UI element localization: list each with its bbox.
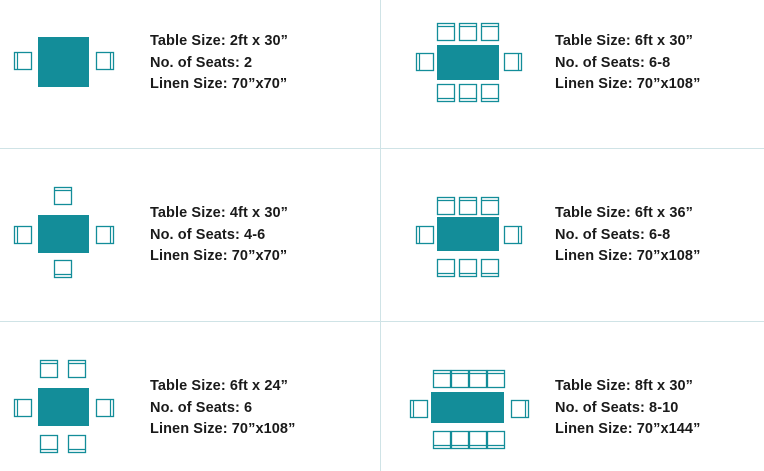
linen-size-label: Linen Size: 70”x108” bbox=[555, 248, 701, 264]
chair-icon bbox=[450, 430, 470, 450]
seats-label: No. of Seats: 6-8 bbox=[555, 226, 671, 243]
chair-icon bbox=[458, 258, 478, 278]
chair-icon bbox=[67, 359, 87, 379]
chair-icon bbox=[480, 196, 500, 216]
chair-icon bbox=[436, 22, 456, 42]
table-2ft-seating-icon bbox=[13, 37, 115, 87]
chair-icon bbox=[67, 434, 87, 454]
table-size-label: Table Size: 6ft x 30” bbox=[555, 33, 694, 49]
chair-icon bbox=[436, 258, 456, 278]
chair-icon bbox=[436, 196, 456, 216]
table-top-icon bbox=[431, 392, 504, 423]
table-info: Table Size: 4ft x 30” No. of Seats: 4-6 … bbox=[150, 203, 288, 268]
table-size-label: Table Size: 2ft x 30” bbox=[150, 33, 289, 49]
table-info: Table Size: 6ft x 36” No. of Seats: 6-8 … bbox=[555, 203, 700, 268]
table-top-icon bbox=[38, 215, 89, 253]
table-card-6ft-30: Table Size: 6ft x 30” No. of Seats: 6-8 … bbox=[381, 0, 764, 148]
linen-size-label: Linen Size: 70”x144” bbox=[555, 421, 701, 437]
chair-icon bbox=[415, 52, 435, 72]
table-info: Table Size: 2ft x 30” No. of Seats: 2 Li… bbox=[150, 31, 288, 96]
table-top-icon bbox=[38, 388, 89, 426]
table-card-6ft-24: Table Size: 6ft x 24” No. of Seats: 6 Li… bbox=[0, 322, 380, 471]
table-6ft-36-seating-icon bbox=[415, 196, 523, 278]
chair-icon bbox=[503, 225, 523, 245]
chair-icon bbox=[415, 225, 435, 245]
seats-label: No. of Seats: 4-6 bbox=[150, 226, 266, 243]
table-size-label: Table Size: 6ft x 36” bbox=[555, 205, 694, 221]
seats-label: No. of Seats: 6 bbox=[150, 399, 253, 416]
chair-icon bbox=[480, 83, 500, 103]
table-8ft-seating-icon bbox=[409, 369, 530, 450]
table-info: Table Size: 6ft x 30” No. of Seats: 6-8 … bbox=[555, 31, 700, 96]
chair-icon bbox=[432, 430, 452, 450]
chair-icon bbox=[95, 398, 115, 418]
chair-icon bbox=[468, 369, 488, 389]
chair-icon bbox=[39, 359, 59, 379]
horizontal-divider bbox=[0, 148, 764, 149]
chair-icon bbox=[480, 258, 500, 278]
seats-label: No. of Seats: 2 bbox=[150, 54, 253, 71]
table-card-8ft: Table Size: 8ft x 30” No. of Seats: 8-10… bbox=[381, 322, 764, 471]
chair-icon bbox=[13, 51, 33, 71]
chair-icon bbox=[409, 399, 429, 419]
table-6ft-24-seating-icon bbox=[13, 359, 115, 454]
chair-icon bbox=[53, 259, 73, 279]
table-size-label: Table Size: 4ft x 30” bbox=[150, 205, 289, 221]
table-info: Table Size: 8ft x 30” No. of Seats: 8-10… bbox=[555, 376, 700, 441]
chair-icon bbox=[458, 83, 478, 103]
table-size-label: Table Size: 8ft x 30” bbox=[555, 378, 694, 394]
chair-icon bbox=[503, 52, 523, 72]
linen-size-label: Linen Size: 70”x108” bbox=[150, 421, 296, 437]
chair-icon bbox=[480, 22, 500, 42]
seats-label: No. of Seats: 6-8 bbox=[555, 54, 671, 71]
chair-icon bbox=[13, 225, 33, 245]
vertical-divider bbox=[380, 0, 381, 471]
chair-icon bbox=[13, 398, 33, 418]
chair-icon bbox=[468, 430, 488, 450]
chair-icon bbox=[450, 369, 470, 389]
chair-icon bbox=[39, 434, 59, 454]
chair-icon bbox=[458, 196, 478, 216]
linen-size-label: Linen Size: 70”x70” bbox=[150, 248, 288, 264]
table-4ft-seating-icon bbox=[13, 186, 115, 279]
chair-icon bbox=[95, 225, 115, 245]
table-6ft-30-seating-icon bbox=[415, 22, 523, 103]
chair-icon bbox=[95, 51, 115, 71]
chair-icon bbox=[436, 83, 456, 103]
table-card-4ft: Table Size: 4ft x 30” No. of Seats: 4-6 … bbox=[0, 149, 380, 321]
table-size-label: Table Size: 6ft x 24” bbox=[150, 378, 289, 394]
table-top-icon bbox=[38, 37, 89, 87]
chair-icon bbox=[432, 369, 452, 389]
chair-icon bbox=[486, 369, 506, 389]
linen-size-label: Linen Size: 70”x108” bbox=[555, 76, 701, 92]
seats-label: No. of Seats: 8-10 bbox=[555, 399, 679, 416]
table-card-2ft: Table Size: 2ft x 30” No. of Seats: 2 Li… bbox=[0, 0, 380, 148]
chair-icon bbox=[53, 186, 73, 206]
table-card-6ft-36: Table Size: 6ft x 36” No. of Seats: 6-8 … bbox=[381, 149, 764, 321]
table-top-icon bbox=[437, 45, 499, 80]
table-info: Table Size: 6ft x 24” No. of Seats: 6 Li… bbox=[150, 376, 295, 441]
chair-icon bbox=[458, 22, 478, 42]
horizontal-divider bbox=[0, 321, 764, 322]
chair-icon bbox=[486, 430, 506, 450]
linen-size-label: Linen Size: 70”x70” bbox=[150, 76, 288, 92]
chair-icon bbox=[510, 399, 530, 419]
table-top-icon bbox=[437, 217, 499, 251]
